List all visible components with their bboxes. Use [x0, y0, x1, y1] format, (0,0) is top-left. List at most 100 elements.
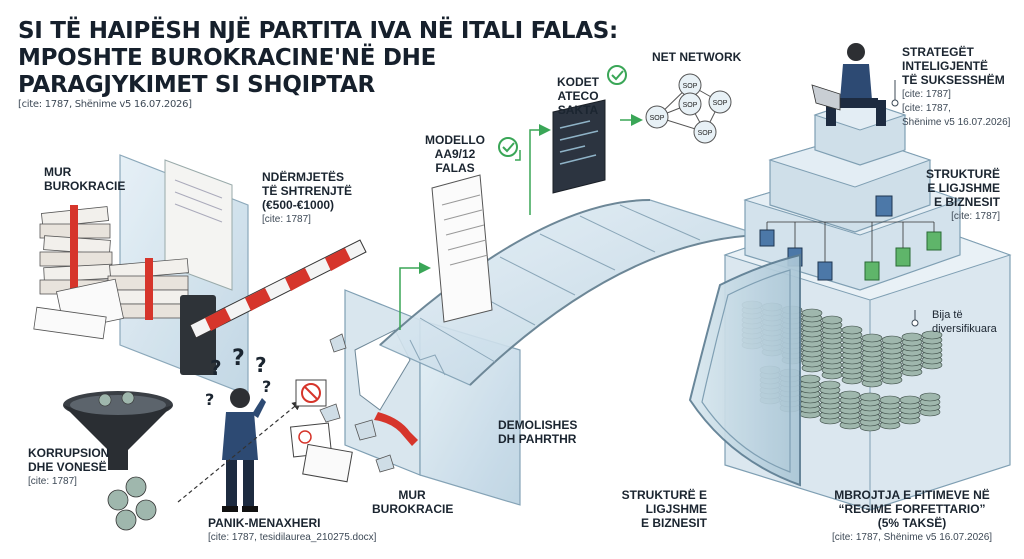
label-line: DHE VONESË	[28, 460, 107, 474]
label-line: STRUKTURË	[926, 167, 1000, 181]
svg-text:?: ?	[255, 353, 267, 377]
coin	[919, 392, 941, 402]
svg-text:?: ?	[232, 346, 245, 371]
label-cite: Shënime v5 16.07.2026]	[902, 117, 1011, 128]
label-line: E BIZNESIT	[933, 195, 1000, 209]
label-line: BUROKRACIE	[44, 179, 126, 193]
label-strukture-right: STRUKTURË E LIGJSHME E BIZNESIT [cite: 1…	[920, 167, 1000, 223]
label-line: STRATEGËT	[902, 45, 974, 59]
svg-text:?: ?	[205, 390, 214, 409]
sop-node-circle	[693, 120, 717, 144]
label-strukture-bottom: STRUKTURË E LIGJSHME E BIZNESIT	[612, 488, 707, 530]
svg-text:?: ?	[210, 356, 222, 380]
label-line: MUR	[44, 165, 72, 179]
label-bija: Bija të diversifikuara	[932, 308, 997, 336]
sop-node-circle	[708, 90, 732, 114]
no-sign-doc-icon	[289, 379, 353, 483]
label-mur-burokracie-bottom: MUR BUROKRACIE	[372, 488, 454, 516]
label-line: LIGJSHME	[645, 502, 707, 516]
label-line: (5% TAKSË)	[877, 516, 947, 530]
code-screen-icon	[552, 99, 606, 194]
confused-person-icon: ? ? ? ? ?	[205, 346, 271, 512]
label-line: TË SUKSESSHËM	[902, 73, 1005, 87]
coin	[859, 392, 881, 402]
label-line: AA9/12	[434, 147, 476, 161]
label-line: DH PAHRTHR	[498, 432, 577, 446]
green-arrow	[529, 124, 551, 215]
label-line: SAKTA	[557, 103, 599, 117]
coin	[839, 390, 861, 400]
sop-node-label: SOP	[650, 115, 665, 122]
label-line: MBROJTJA E FITIMEVE NË	[834, 488, 990, 502]
network-diagram: SOP SOP SOP SOP SOP	[645, 73, 732, 144]
pointer-dot	[891, 99, 899, 107]
title-line: SI TË HAIPËSH NJË PARTITA IVA NË ITALI F…	[18, 18, 618, 44]
coin	[801, 308, 823, 318]
label-line: TË SHTRENJTË	[262, 184, 353, 198]
label-line: KORRUPSION	[28, 446, 110, 460]
label-line: BUROKRACIE	[372, 502, 454, 516]
funnel-icon	[63, 391, 173, 470]
label-mur-burokracie-top: MUR BUROKRACIE	[44, 165, 125, 193]
sop-node-label: SOP	[713, 100, 728, 107]
coin	[799, 374, 821, 384]
label-net-network: NET NETWORK	[652, 50, 742, 64]
title-cite: [cite: 1787, Shënime v5 16.07.2026]	[18, 99, 192, 110]
coin	[881, 335, 903, 345]
dashed-arrow	[177, 400, 302, 503]
barrier-gate-icon	[180, 239, 367, 375]
sop-node-circle	[678, 92, 702, 116]
label-korrupsion: KORRUPSION DHE VONESË [cite: 1787]	[28, 446, 109, 488]
label-line: NDËRMJETËS	[262, 170, 345, 184]
coin	[879, 395, 901, 405]
label-cite: [cite: 1787, tesidilaurea_210275.docx]	[208, 532, 377, 543]
label-line: FALAS	[435, 161, 475, 175]
label-line: MODELLO	[425, 133, 485, 147]
label-kodet-ateco: KODET ATECO SAKTA	[548, 75, 608, 117]
label-line: E BIZNESIT	[640, 516, 707, 530]
label-line: PANIK-MENAXHERI	[208, 516, 321, 530]
title-line: PARAGJYKIMET SI SHQIPTAR	[18, 72, 375, 98]
label-cite: [cite: 1787]	[951, 211, 1000, 222]
label-line: DEMOLISHES	[498, 418, 578, 432]
coin	[841, 325, 863, 335]
green-arrow	[399, 262, 431, 330]
coins-icon	[107, 476, 157, 531]
label-line: Bija të	[932, 309, 963, 321]
label-ndermjetes: NDËRMJETËS TË SHTRENJTË (€500-€1000) [ci…	[262, 170, 352, 226]
label-modello: MODELLO AA9/12 FALAS	[420, 133, 490, 175]
coin	[819, 380, 841, 390]
label-demolishes: DEMOLISHES DH PAHRTHR	[498, 418, 577, 446]
sop-node-label: SOP	[683, 102, 698, 109]
label-line: ATECO	[557, 89, 599, 103]
check-icon	[498, 137, 518, 157]
label-line: INTELIGJENTË	[902, 59, 989, 73]
label-cite: [cite: 1787]	[902, 89, 951, 100]
label-cite: [cite: 1787]	[262, 214, 311, 225]
label-line: MUR	[398, 488, 426, 502]
sop-node-label: SOP	[683, 83, 698, 90]
sop-node-label: SOP	[698, 130, 713, 137]
green-arrow	[515, 150, 521, 161]
label-cite: [cite: 1787]	[28, 476, 77, 487]
label-panik-menaxheri: PANIK-MENAXHERI [cite: 1787, tesidilaure…	[208, 516, 376, 544]
page-title: SI TË HAIPËSH NJË PARTITA IVA NË ITALI F…	[18, 18, 618, 111]
modello-document-icon	[431, 174, 493, 323]
businessman-laptop-icon	[811, 43, 886, 126]
label-cite: [cite: 1787, Shënime v5 16.07.2026]	[831, 532, 993, 543]
check-icon	[607, 65, 627, 85]
label-line: diversifikuara	[932, 323, 997, 335]
coin	[899, 395, 921, 405]
label-line: KODET	[557, 75, 599, 89]
sop-node-circle	[645, 105, 669, 129]
pointer-dot	[911, 319, 919, 327]
label-strateget: STRATEGËT INTELIGJENTË TË SUKSESSHËM [ci…	[902, 45, 1010, 129]
coin	[901, 332, 923, 342]
coin	[821, 315, 843, 325]
svg-text:?: ?	[262, 377, 271, 396]
label-line: “REGIME FORFETTARIO”	[838, 502, 986, 516]
coin	[921, 330, 943, 340]
paper-stacks-icon	[33, 205, 191, 340]
title-line: MPOSHTE BUROKRACINE'NË DHE	[18, 45, 436, 71]
